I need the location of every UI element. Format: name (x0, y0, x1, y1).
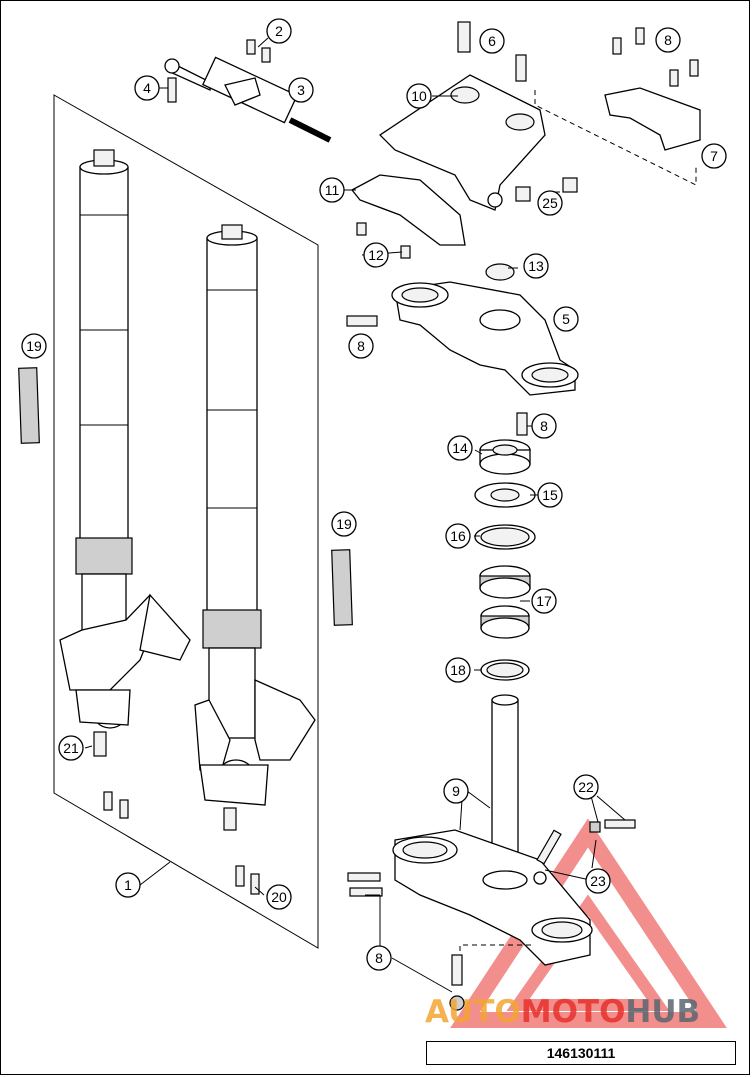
svg-text:17: 17 (536, 593, 552, 609)
svg-text:4: 4 (143, 80, 151, 96)
callout-13: 13 (523, 253, 549, 279)
svg-text:8: 8 (664, 32, 672, 48)
callout-1: 1 (115, 872, 141, 898)
callout-4: 4 (134, 75, 160, 101)
callout-10: 10 (406, 83, 432, 109)
fork-assembly-outline (53, 94, 319, 949)
watermark-text: AUTOMOTOHUB (425, 994, 700, 1030)
svg-text:23: 23 (590, 873, 606, 889)
callout-25: 25 (537, 190, 563, 216)
svg-text:20: 20 (271, 889, 287, 905)
svg-text:10: 10 (411, 88, 427, 104)
callout-15: 15 (537, 482, 563, 508)
callout-9: 9 (443, 778, 469, 804)
steering-damper (164, 39, 332, 143)
handlebar-clamp-bridge (534, 27, 701, 186)
callout-19-mid: 19 (331, 511, 357, 537)
svg-text:19: 19 (26, 338, 42, 354)
callout-11: 11 (319, 177, 345, 203)
upper-triple-clamp (378, 21, 546, 211)
callout-8-mid: 8 (531, 413, 557, 439)
svg-text:6: 6 (488, 33, 496, 49)
svg-text:3: 3 (297, 82, 305, 98)
steering-stem-lower-clamp (347, 694, 636, 1011)
svg-text:19: 19 (336, 516, 352, 532)
leader-lines (84, 37, 626, 993)
svg-text:21: 21 (63, 740, 79, 756)
damper-bracket (351, 174, 578, 259)
svg-text:1: 1 (124, 877, 132, 893)
left-fork-leg (59, 149, 191, 729)
watermark-auto: AUTO (425, 994, 521, 1030)
callout-23: 23 (585, 868, 611, 894)
callout-14: 14 (447, 435, 473, 461)
svg-text:7: 7 (710, 148, 718, 164)
svg-text:2: 2 (275, 23, 283, 39)
callout-5: 5 (553, 306, 579, 332)
callout-19-left: 19 (21, 333, 47, 359)
callout-17: 17 (531, 588, 557, 614)
svg-text:15: 15 (542, 487, 558, 503)
fork-small-bolts (93, 731, 260, 895)
svg-text:18: 18 (450, 662, 466, 678)
callout-7: 7 (701, 143, 727, 169)
protection-pads (18, 367, 353, 626)
steering-bearing-stack (474, 412, 536, 681)
top-triple-clamp (346, 263, 579, 396)
callout-8-bottom: 8 (366, 945, 392, 971)
right-fork-leg (194, 224, 316, 806)
svg-text:8: 8 (357, 338, 365, 354)
svg-text:5: 5 (562, 311, 570, 327)
svg-text:25: 25 (542, 195, 558, 211)
callout-8-top: 8 (655, 27, 681, 53)
watermark-hub: HUB (625, 994, 700, 1030)
callout-12: 12 (363, 242, 389, 268)
diagram-number-box: 146130111 (426, 1041, 736, 1065)
callout-18: 18 (445, 657, 471, 683)
callout-6: 6 (479, 28, 505, 54)
svg-text:12: 12 (368, 247, 384, 263)
callout-20: 20 (266, 884, 292, 910)
svg-text:16: 16 (450, 528, 466, 544)
callout-8-left: 8 (348, 333, 374, 359)
svg-text:11: 11 (325, 182, 340, 198)
svg-text:8: 8 (540, 418, 548, 434)
callout-2: 2 (266, 18, 292, 44)
watermark-moto: MOTO (521, 994, 626, 1030)
callout-22: 22 (573, 774, 599, 800)
svg-text:14: 14 (452, 440, 468, 456)
callout-21: 21 (58, 735, 84, 761)
svg-text:8: 8 (375, 950, 383, 966)
svg-text:22: 22 (578, 779, 594, 795)
callout-16: 16 (445, 523, 471, 549)
callout-3: 3 (288, 77, 314, 103)
svg-text:9: 9 (452, 783, 460, 799)
svg-text:13: 13 (528, 258, 544, 274)
